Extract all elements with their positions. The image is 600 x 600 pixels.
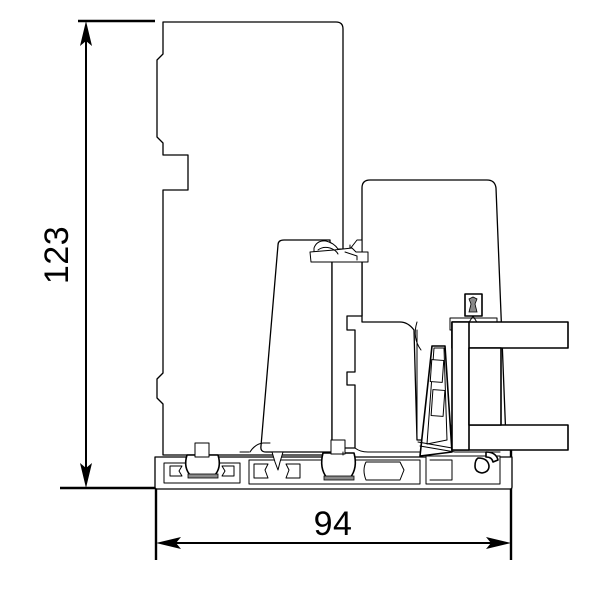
terminal-pad-left <box>187 473 219 479</box>
terminal-claw-left-a <box>169 465 183 477</box>
strip-window-lower <box>430 389 446 417</box>
strip-window-upper <box>429 359 445 383</box>
clip-hook-right-b <box>474 457 490 474</box>
terminal-pad-center <box>323 475 355 481</box>
clip-pocket-right-inner <box>429 459 453 481</box>
terminal-pocket-center-right <box>363 461 405 481</box>
base-tie-right <box>419 445 501 453</box>
screw-head-glyph <box>468 296 478 313</box>
base-tie-center <box>354 447 421 453</box>
din-rail-base <box>154 439 513 490</box>
terminal-claw-center-a <box>253 463 269 479</box>
panel-base-curve <box>249 442 271 453</box>
dim-label-height: 123 <box>38 226 76 284</box>
terminal-claw-center-b <box>285 463 301 479</box>
strip-top-curve <box>414 321 422 351</box>
snap-clip-details <box>309 239 369 263</box>
dim-arrow-right <box>486 537 511 549</box>
dim-label-width: 94 <box>314 505 353 543</box>
clip-tail <box>344 251 358 261</box>
base-tie-right-upper <box>417 441 453 449</box>
divider-column <box>331 251 363 449</box>
c-bracket-assembly <box>451 321 569 451</box>
terminal-tongue-center <box>271 451 284 471</box>
dim-arrow-bottom <box>80 463 92 488</box>
terminal-claw-left-b <box>221 465 235 477</box>
diagonal-strip-inner <box>426 347 448 445</box>
terminal-post-center <box>330 439 346 455</box>
terminal-contact-left <box>184 454 221 477</box>
diagonal-contact-strip <box>414 321 453 457</box>
clip-hook-right-a <box>485 451 499 463</box>
dim-arrow-top <box>80 21 92 46</box>
bracket-inner-bar <box>468 347 502 426</box>
dim-arrow-left <box>156 537 181 549</box>
housing-left-step-lower <box>156 372 164 405</box>
terminal-post-left <box>194 442 210 458</box>
clip-hook-curve <box>317 246 339 255</box>
dimension-height-123: 123 <box>38 19 158 490</box>
bracket-left-web <box>451 321 470 451</box>
terminal-contact-center <box>320 452 357 479</box>
clip-lower-plate <box>309 247 369 263</box>
